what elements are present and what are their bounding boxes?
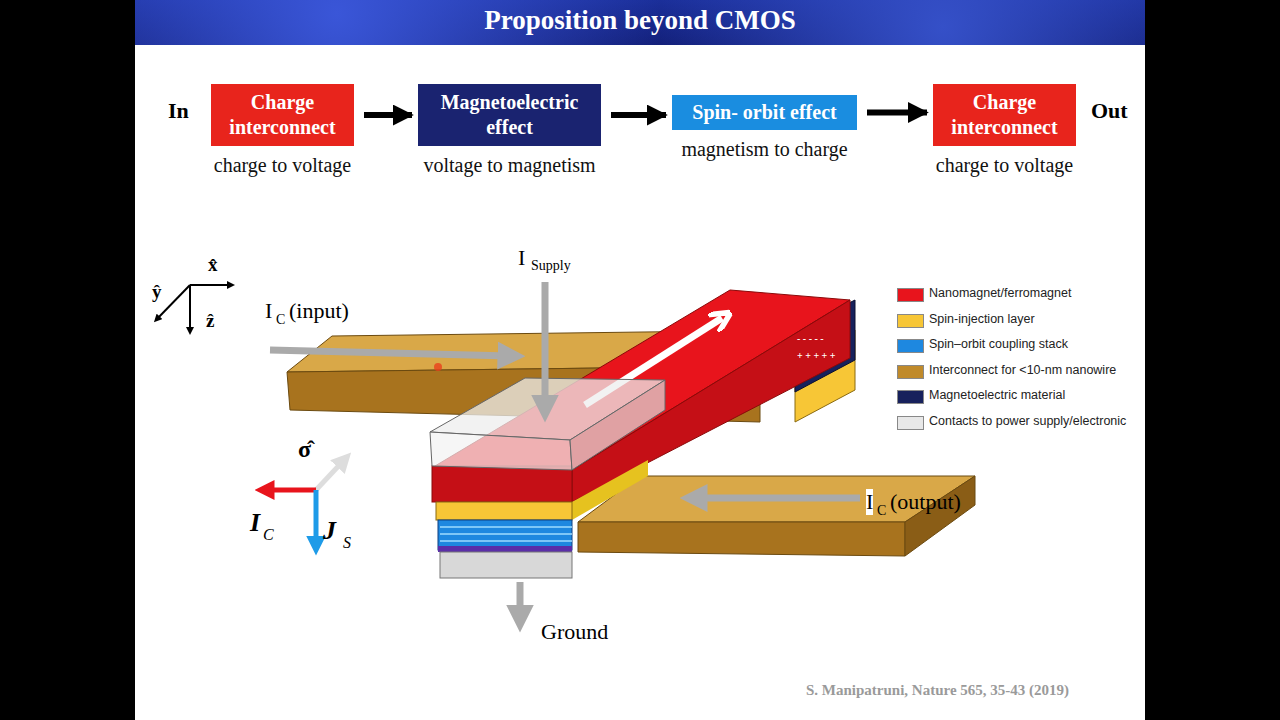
- legend-swatch: [897, 416, 924, 430]
- signal-name: (output): [890, 489, 961, 515]
- flow-in: In: [168, 98, 189, 124]
- vector-label: J: [323, 516, 336, 546]
- flow-out: Out: [1091, 98, 1128, 124]
- vector-label: I: [250, 508, 260, 538]
- legend-swatch: [897, 365, 924, 379]
- flow-arrow: [364, 112, 412, 118]
- axis-label: ẑ: [206, 310, 214, 332]
- box-subtext: magnetism to charge: [681, 138, 847, 161]
- flow-arrow: [611, 112, 666, 118]
- current-subscript: Supply: [531, 258, 571, 274]
- slide-title: Proposition beyond CMOS: [135, 5, 1145, 36]
- signal-name: (input): [289, 298, 349, 324]
- box-subtext: charge to voltage: [214, 154, 351, 177]
- legend-swatch: [897, 288, 924, 302]
- legend-text: Nanomagnet/ferromagnet: [929, 286, 1071, 300]
- vector-subscript: S: [343, 534, 351, 552]
- legend-text: Spin–orbit coupling stack: [929, 337, 1068, 351]
- legend-swatch: [897, 314, 924, 328]
- legend-text: Magnetoelectric material: [929, 388, 1065, 402]
- current-symbol: I: [265, 298, 272, 324]
- vector-subscript: C: [263, 526, 274, 544]
- box-subtext: charge to voltage: [936, 154, 1073, 177]
- legend-swatch: [897, 390, 924, 404]
- ground-label: Ground: [541, 619, 608, 645]
- legend-text: Interconnect for <10-nm nanowire: [929, 363, 1116, 377]
- box-subtext: voltage to magnetism: [423, 154, 595, 177]
- vector-label: σ̂: [298, 436, 311, 463]
- axis-label: x̂: [208, 254, 218, 276]
- box-text: Magnetoelectric effect: [424, 90, 595, 140]
- current-symbol: I: [866, 489, 873, 515]
- flow-arrow: [867, 110, 927, 116]
- process-box: Charge interconnectcharge to voltage: [933, 84, 1076, 146]
- process-box: Magnetoelectric effectvoltage to magneti…: [418, 84, 601, 146]
- box-text: Charge interconnect: [217, 90, 348, 140]
- process-box: Charge interconnectcharge to voltage: [211, 84, 354, 146]
- axis-label: ŷ: [152, 281, 162, 303]
- legend-text: Spin-injection layer: [929, 312, 1035, 326]
- process-box: Spin- orbit effectmagnetism to charge: [672, 95, 857, 130]
- legend-swatch: [897, 339, 924, 353]
- current-subscript: C: [877, 503, 886, 519]
- box-text: Spin- orbit effect: [692, 100, 836, 125]
- citation: S. Manipatruni, Nature 565, 35-43 (2019): [806, 682, 1069, 699]
- legend-text: Contacts to power supply/electronic: [929, 414, 1126, 428]
- current-subscript: C: [276, 312, 285, 328]
- charge-marks: + + + + +: [797, 350, 836, 361]
- current-symbol: I: [518, 245, 525, 271]
- box-text: Charge interconnect: [939, 90, 1070, 140]
- charge-marks: - - - - -: [797, 333, 824, 344]
